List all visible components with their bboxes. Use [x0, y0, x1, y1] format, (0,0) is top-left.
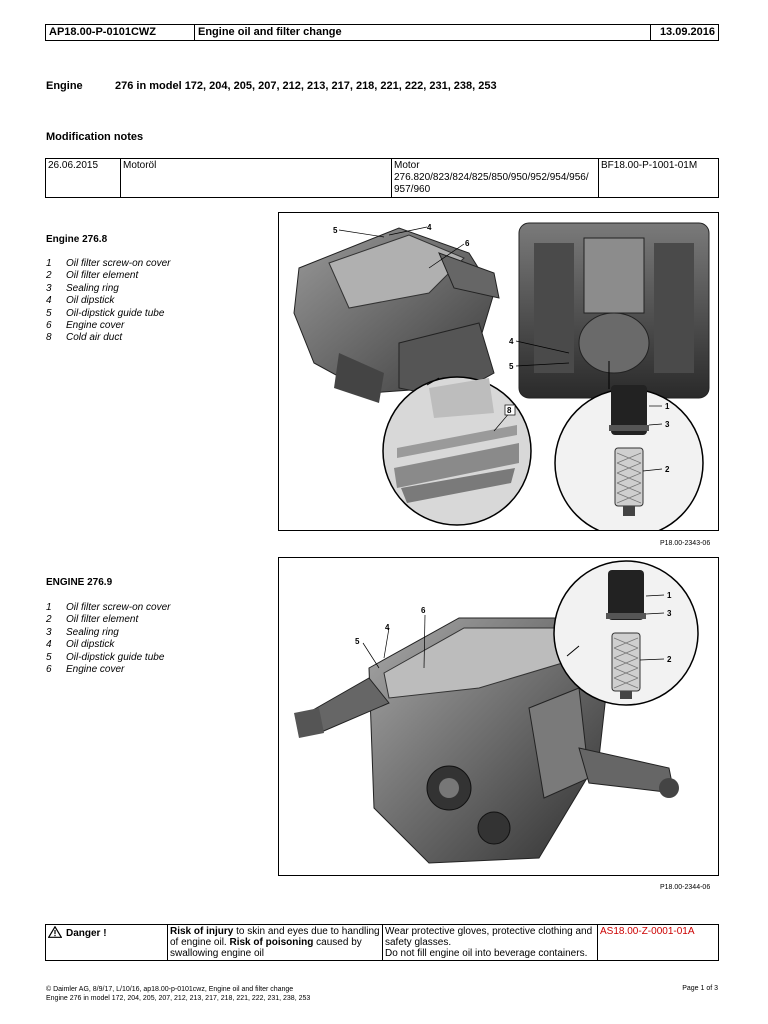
callout-label: 2: [667, 655, 672, 664]
engine-top-view: [518, 222, 710, 399]
document-header: AP18.00-P-0101CWZ Engine oil and filter …: [45, 24, 719, 41]
danger-label: Danger !: [66, 928, 107, 940]
cold-air-duct-detail: [382, 376, 532, 526]
danger-doc-ref[interactable]: AS18.00-Z-0001-01A: [597, 924, 719, 961]
figure-code: P18.00-2343-06: [660, 540, 711, 547]
oil-filter-detail: [553, 560, 699, 706]
warning-triangle-icon: [47, 925, 63, 941]
callout-label: 3: [665, 420, 670, 429]
risk-text: to skin and eyes due to handling of engi…: [170, 926, 380, 948]
danger-measures: Wear protective gloves, protective cloth…: [382, 924, 598, 961]
mod-engine-line: 957/960: [394, 184, 431, 195]
mod-engine-line: Motor: [394, 160, 420, 171]
page-number: Page 1 of 3: [682, 985, 718, 992]
engine-perspective-view: [294, 617, 679, 864]
callout-label: 1: [665, 402, 670, 411]
risk-of-poisoning: Risk of poisoning: [229, 937, 314, 948]
mod-engine: Motor 276.820/823/824/825/850/950/952/95…: [391, 158, 599, 198]
callout-label: 6: [465, 239, 470, 248]
danger-label-cell: Danger !: [45, 924, 168, 961]
doc-title: Engine oil and filter change: [195, 25, 651, 40]
engine-label: Engine: [46, 80, 83, 92]
measure-text: Do not fill engine oil into beverage con…: [385, 948, 588, 959]
engine-276-8-figure: 5 4 6 4 5 8 1 3 2: [278, 212, 719, 531]
callout-label: 5: [355, 637, 360, 646]
engine-276-9-illustration: 6 4 5 1 3 2: [294, 560, 699, 864]
callout-label: 1: [667, 591, 672, 600]
mod-topic: Motoröl: [120, 158, 392, 198]
footer: © Daimler AG, 8/9/17, L/10/16, ap18.00-p…: [46, 985, 310, 1003]
measure-text: Wear protective gloves, protective cloth…: [385, 926, 593, 948]
modification-table: 26.06.2015 Motoröl Motor 276.820/823/824…: [45, 158, 719, 198]
mod-ref: BF18.00-P-1001-01M: [598, 158, 719, 198]
risk-text: caused by swallowing engine oil: [170, 937, 362, 959]
doc-date: 13.09.2016: [659, 26, 715, 38]
mod-date: 26.06.2015: [45, 158, 121, 198]
mod-engine-line: 276.820/823/824/825/850/950/952/954/956/: [394, 172, 589, 183]
callout-label: 2: [665, 465, 670, 474]
engine-276-9-figure: 6 4 5 1 3 2: [278, 557, 719, 876]
risk-of-injury: Risk of injury: [170, 926, 234, 937]
engine-side-view: [293, 227, 500, 403]
callout-label: 4: [385, 623, 390, 632]
danger-table: Danger ! Risk of injury to skin and eyes…: [45, 924, 719, 961]
callout-label: 4: [427, 223, 432, 232]
callout-label: 8: [507, 406, 512, 415]
section-title-276-9: ENGINE 276.9: [46, 577, 113, 588]
footer-line: © Daimler AG, 8/9/17, L/10/16, ap18.00-p…: [46, 986, 294, 993]
table-row: 26.06.2015 Motoröl Motor 276.820/823/824…: [45, 158, 719, 198]
engine-276-8-illustration: 5 4 6 4 5 8 1 3 2: [293, 222, 710, 530]
callout-label: 6: [421, 606, 426, 615]
callout-label: 3: [667, 609, 672, 618]
callout-label: 4: [509, 337, 514, 346]
callout-label: 5: [509, 362, 514, 371]
figure-code: P18.00-2344-06: [660, 884, 711, 891]
engine-models: 276 in model 172, 204, 205, 207, 212, 21…: [115, 80, 497, 92]
footer-line: Engine 276 in model 172, 204, 205, 207, …: [46, 995, 311, 1002]
doc-id: AP18.00-P-0101CWZ: [46, 25, 195, 40]
oil-filter-detail: [554, 385, 704, 530]
danger-risk: Risk of injury to skin and eyes due to h…: [167, 924, 383, 961]
table-row: Danger ! Risk of injury to skin and eyes…: [45, 924, 719, 961]
modification-notes-title: Modification notes: [46, 131, 144, 143]
section-title-276-8: Engine 276.8: [46, 234, 108, 245]
callout-label: 5: [333, 226, 338, 235]
